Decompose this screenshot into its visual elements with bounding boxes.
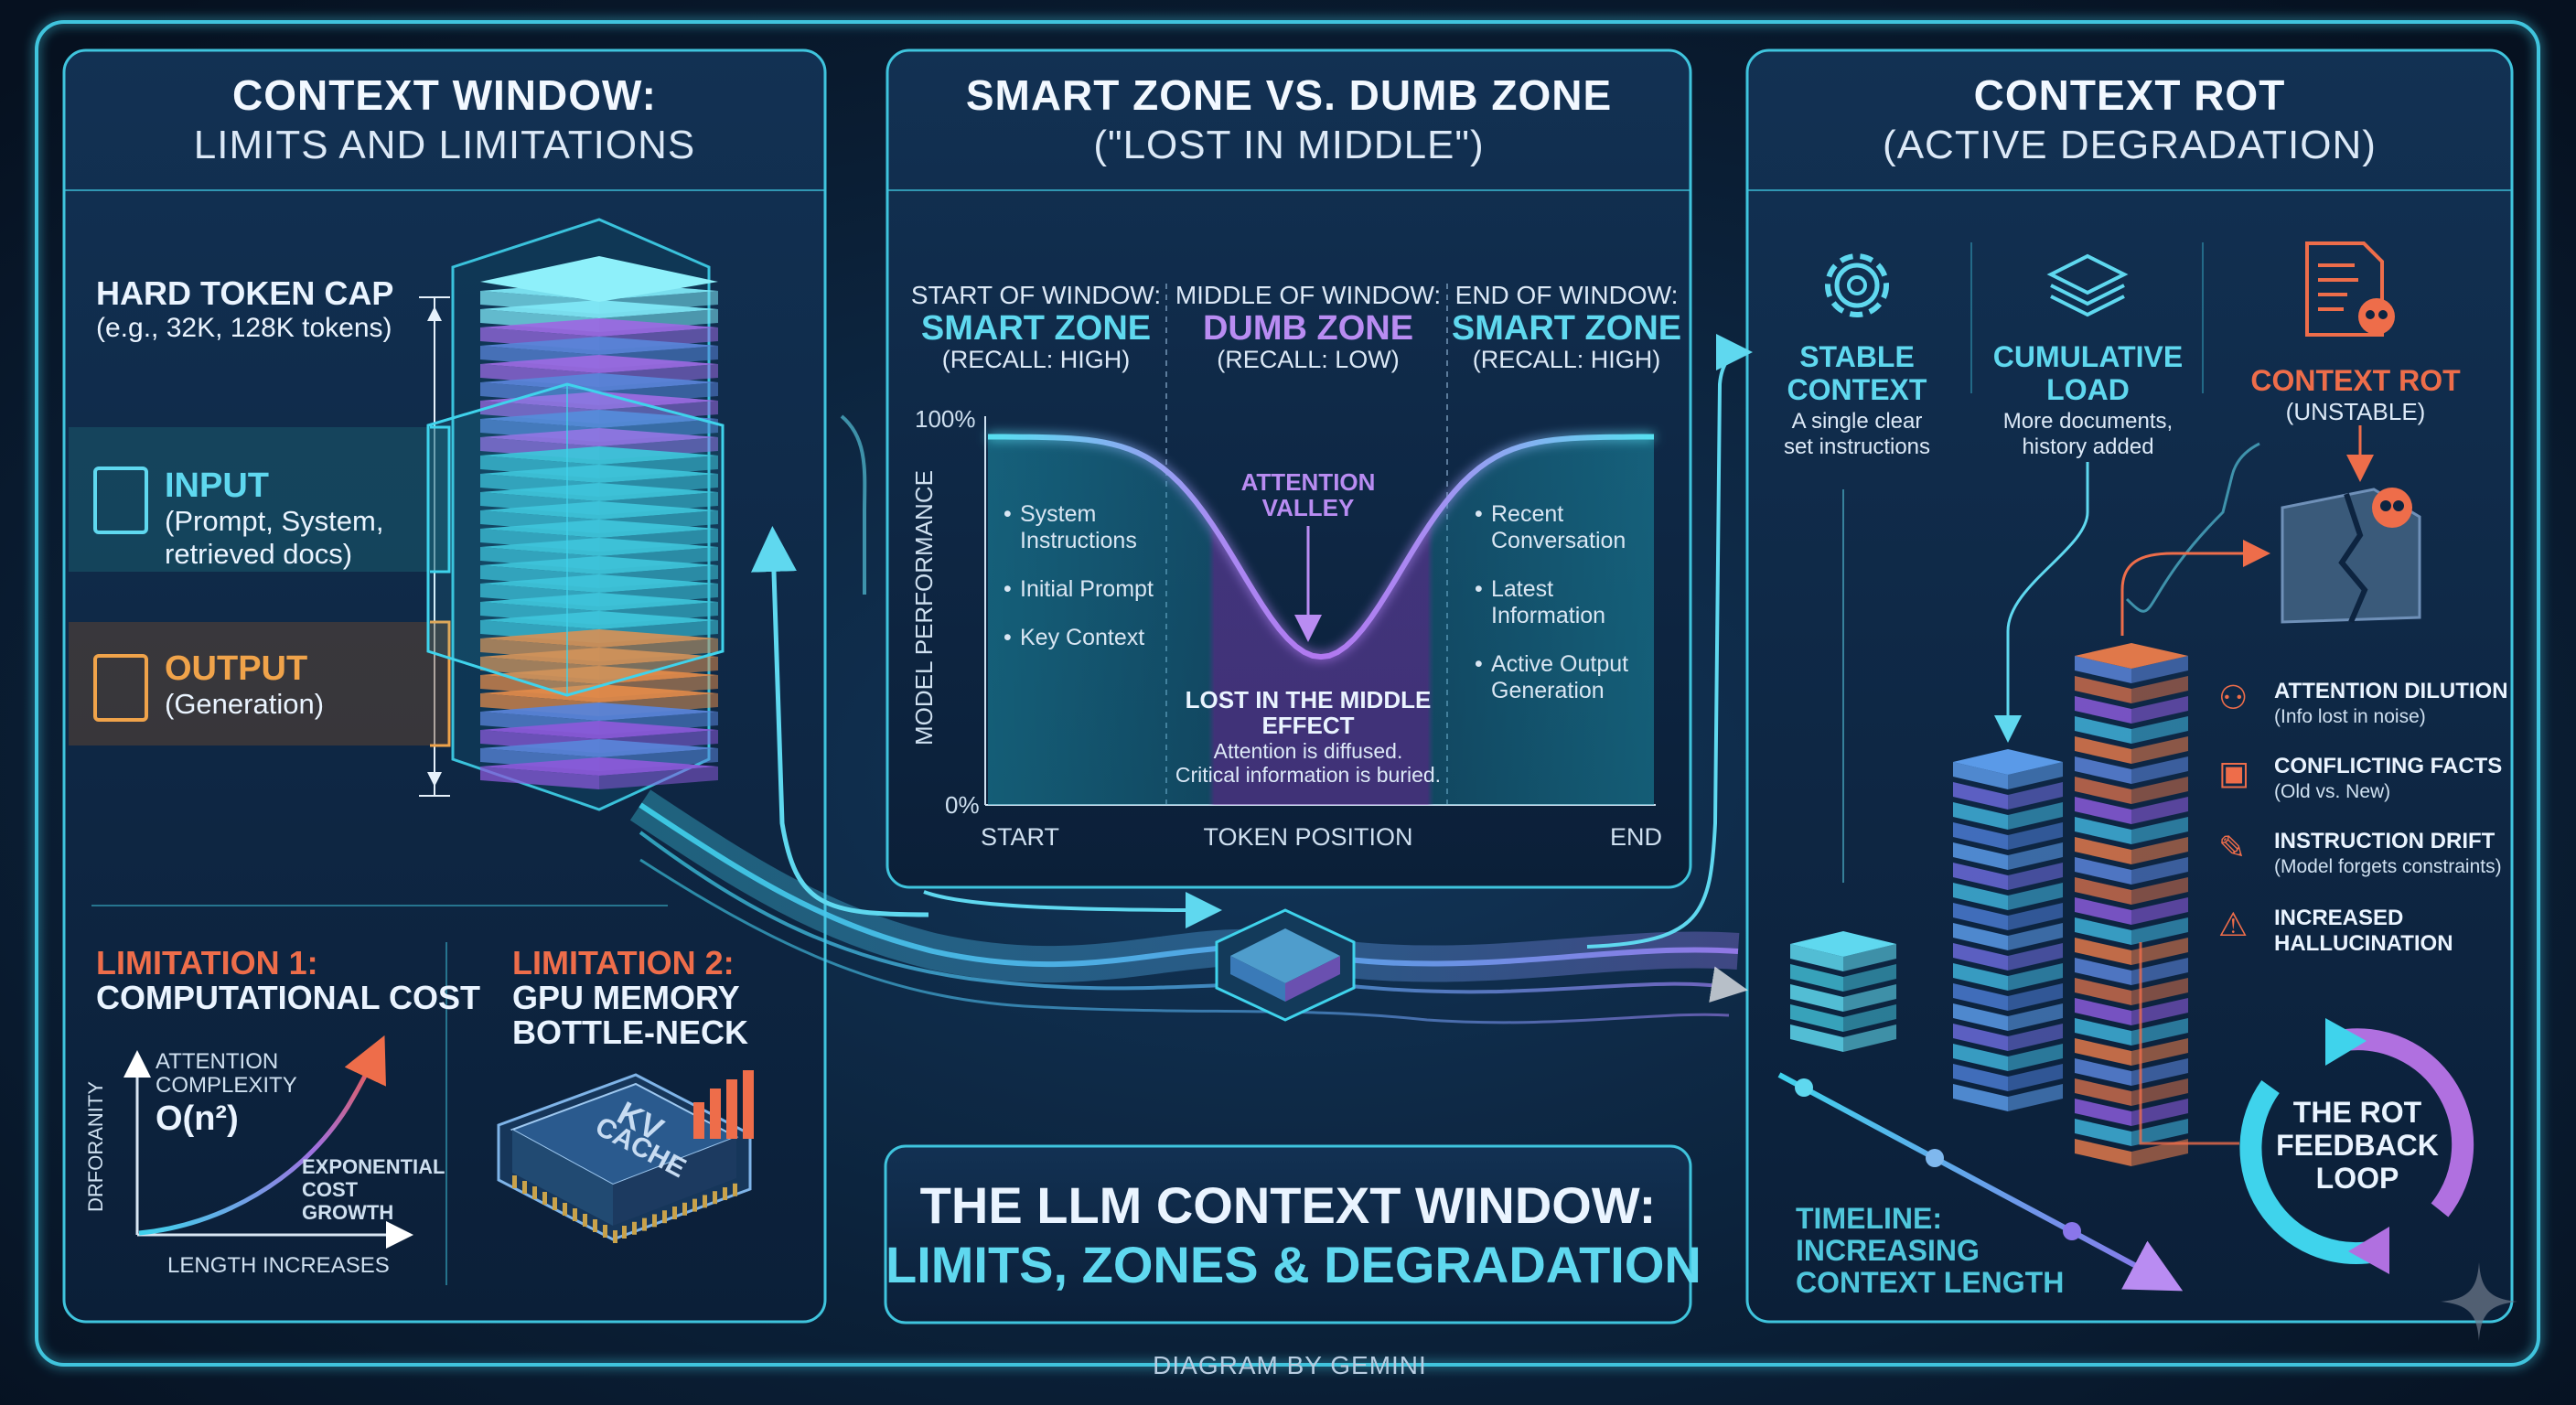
footer-credit: DIAGRAM BY GEMINI: [1153, 1351, 1427, 1379]
output-label: OUTPUT: [165, 649, 308, 688]
input-document-icon: [93, 467, 148, 534]
attention-valley-line2: VALLEY: [1261, 494, 1355, 521]
limitation2-name-line2: BOTTLE-NECK: [512, 1014, 748, 1051]
context-rot-state: (UNSTABLE): [2285, 398, 2426, 425]
growth-label-line1: EXPONENTIAL: [302, 1155, 445, 1178]
symptom-desc: (Info lost in noise): [2274, 706, 2426, 727]
main-title-line1: THE LLM CONTEXT WINDOW:: [919, 1176, 1657, 1234]
conflict-chat-icon: ▣: [2218, 754, 2250, 791]
limitation2-name-line1: GPU MEMORY: [512, 979, 740, 1016]
symptom-title: INCREASED: [2274, 906, 2404, 930]
input-label: INPUT: [165, 467, 269, 505]
cost-chart-y-axis: DRFORANITY: [84, 1081, 107, 1212]
main-title-line2: LIMITS, ZONES & DEGRADATION: [886, 1236, 1701, 1293]
timeline-line3: CONTEXT LENGTH: [1796, 1266, 2065, 1299]
cumulative-load-line1: CUMULATIVE: [1992, 340, 2184, 373]
zone-middle-recall: (RECALL: LOW): [1217, 346, 1400, 373]
cumulative-desc-line2: history added: [2022, 434, 2154, 459]
chart-x-start: START: [981, 823, 1060, 851]
attention-label-line1: ATTENTION: [156, 1049, 279, 1074]
gear-icon: [1825, 253, 1889, 317]
cumulative-desc-line1: More documents,: [2002, 409, 2174, 434]
left-panel-subtitle: LIMITS AND LIMITATIONS: [193, 123, 696, 167]
layers-icon: [2046, 253, 2129, 317]
lost-middle-desc-line2: Critical information is buried.: [1175, 763, 1442, 787]
zone-start-name: SMART ZONE: [920, 309, 1152, 348]
attention-label-line2: COMPLEXITY: [156, 1073, 297, 1098]
hard-cap-label: HARD TOKEN CAP: [96, 274, 394, 312]
limitation1-title: LIMITATION 1:: [96, 944, 318, 981]
cracked-block-icon: [2281, 488, 2421, 624]
edit-document-icon: ✎: [2218, 829, 2247, 866]
zone-end-recall: (RECALL: HIGH): [1472, 346, 1661, 373]
symptom-title: ATTENTION DILUTION: [2274, 679, 2508, 703]
cumulative-load-line2: LOAD: [2046, 373, 2130, 406]
lost-middle-effect-line1: LOST IN THE MIDDLE: [1185, 686, 1432, 713]
hard-cap-example: (e.g., 32K, 128K tokens): [96, 313, 392, 343]
dilution-icon: ⚇: [2218, 679, 2249, 716]
cost-chart-x-axis: LENGTH INCREASES: [167, 1253, 390, 1278]
attention-valley-line1: ATTENTION: [1240, 468, 1376, 496]
zone-middle-heading: MIDDLE OF WINDOW:: [1175, 281, 1442, 309]
list-item: Recent Conversation: [1475, 501, 1648, 554]
input-desc-line2: retrieved docs): [165, 538, 353, 570]
growth-label-line2: COST: [302, 1178, 359, 1201]
smart-zone-start-list: System Instructions Initial Prompt Key C…: [1004, 501, 1159, 673]
feedback-loop-line2: FEEDBACK: [2276, 1129, 2439, 1162]
stable-desc-line1: A single clear: [1791, 409, 1923, 434]
rotten-document-icon: [2305, 241, 2395, 337]
symptom-title: CONFLICTING FACTS: [2274, 754, 2503, 778]
output-desc: (Generation): [165, 688, 325, 720]
context-rot-label: CONTEXT ROT: [2250, 364, 2461, 397]
list-item: Initial Prompt: [1004, 576, 1159, 603]
big-o-complexity: O(n²): [156, 1099, 239, 1138]
center-panel-title: SMART ZONE VS. DUMB ZONE: [965, 71, 1613, 119]
warning-icon: ⚠: [2218, 906, 2249, 943]
symptom-title: INSTRUCTION DRIFT: [2274, 829, 2496, 853]
symptom-desc: (Model forgets constraints): [2274, 856, 2502, 877]
symptom-desc: (Old vs. New): [2274, 781, 2391, 802]
list-item: Key Context: [1004, 625, 1159, 651]
lost-middle-desc-line1: Attention is diffused.: [1213, 739, 1403, 763]
growth-label-line3: GROWTH: [302, 1201, 394, 1224]
stable-desc-line2: set instructions: [1783, 434, 1931, 459]
input-desc-line1: (Prompt, System,: [165, 505, 384, 537]
chart-y-bottom: 0%: [945, 791, 980, 819]
chart-x-label: TOKEN POSITION: [1203, 823, 1413, 851]
left-panel-title: CONTEXT WINDOW:: [232, 71, 657, 119]
smart-zone-end-list: Recent Conversation Latest Information A…: [1475, 501, 1648, 726]
chart-y-label: MODEL PERFORMANCE: [910, 470, 938, 745]
feedback-loop-arrows: [2239, 1018, 2474, 1274]
limitation2-title: LIMITATION 2:: [512, 944, 735, 981]
center-panel-subtitle: ("LOST IN MIDDLE"): [1093, 123, 1485, 167]
limitation1-name: COMPUTATIONAL COST: [96, 979, 480, 1016]
stable-context-line2: CONTEXT: [1787, 373, 1927, 406]
feedback-loop-line3: LOOP: [2315, 1162, 2399, 1195]
sparkle-icon: [2441, 1262, 2517, 1341]
zone-start-heading: START OF WINDOW:: [910, 281, 1162, 309]
zone-start-recall: (RECALL: HIGH): [941, 346, 1131, 373]
output-document-icon: [93, 654, 148, 722]
chart-x-end: END: [1610, 823, 1663, 851]
symptom-desc: HALLUCINATION: [2274, 931, 2453, 956]
timeline-line1: TIMELINE:: [1796, 1202, 1942, 1235]
list-item: Latest Information: [1475, 576, 1648, 629]
feedback-loop-line1: THE ROT: [2292, 1096, 2422, 1129]
lost-middle-effect-line2: EFFECT: [1261, 712, 1355, 739]
zone-end-name: SMART ZONE: [1451, 309, 1682, 348]
right-panel-subtitle: (ACTIVE DEGRADATION): [1883, 123, 2377, 167]
chart-y-top: 100%: [915, 405, 976, 433]
list-item: System Instructions: [1004, 501, 1159, 554]
timeline-line2: INCREASING: [1796, 1234, 1980, 1267]
right-panel-title: CONTEXT ROT: [1973, 71, 2286, 119]
zone-end-heading: END OF WINDOW:: [1454, 281, 1679, 309]
zone-middle-name: DUMB ZONE: [1202, 309, 1414, 348]
list-item: Active Output Generation: [1475, 651, 1648, 704]
stable-context-line1: STABLE: [1799, 340, 1915, 373]
